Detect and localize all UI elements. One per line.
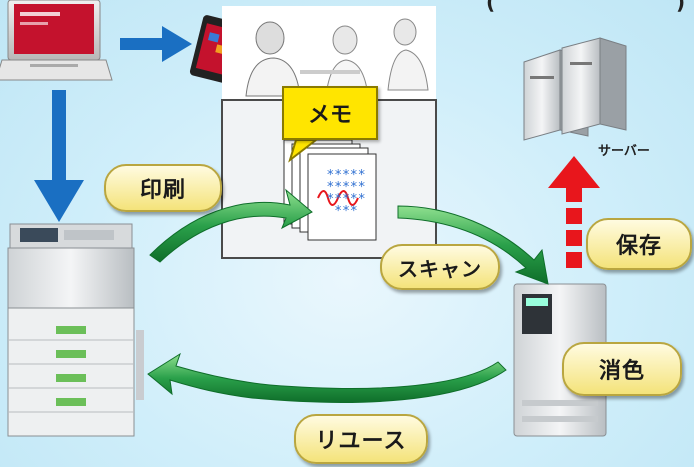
green-arrow-reuse (147, 352, 507, 403)
top-paren-left: ( (486, 0, 496, 14)
print-label: 印刷 (104, 164, 222, 212)
meeting-photo (222, 6, 436, 100)
paper-asterisks: ***** ***** ***** *** (316, 168, 376, 219)
green-arrow-scan (397, 205, 549, 285)
memo-callout: メモ (282, 86, 378, 140)
laptop-icon (0, 0, 113, 81)
blue-arrow-down (34, 90, 84, 222)
paper-mark-line: ***** (326, 180, 366, 195)
memo-callout-tail (288, 139, 319, 163)
paper-mark-line: *** (334, 204, 358, 219)
red-save-arrow (548, 156, 600, 268)
green-arrow-print (149, 188, 313, 263)
paper-mark-line: ***** (326, 168, 366, 183)
erase-label: 消色 (562, 342, 682, 396)
blue-arrow-right (120, 26, 192, 62)
mfp-printer-icon (7, 223, 144, 437)
scan-label: スキャン (380, 244, 500, 290)
reuse-label: リユース (294, 414, 428, 464)
eraser-machine-icon (513, 283, 607, 437)
top-paren-right: ) (676, 0, 686, 14)
paper-mark-line: ***** (326, 192, 366, 207)
save-label: 保存 (586, 218, 692, 270)
server-icon (523, 37, 627, 141)
server-label: サーバー (598, 144, 650, 159)
